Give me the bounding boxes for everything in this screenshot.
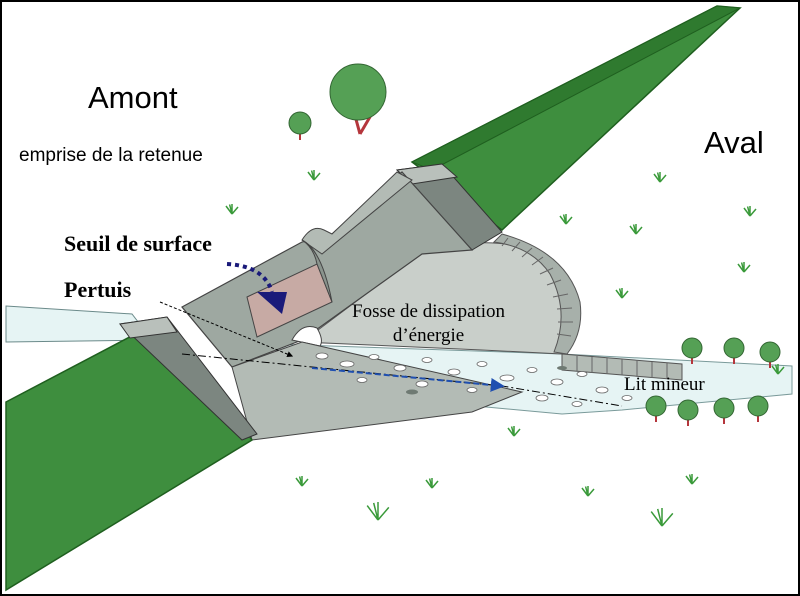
surface-weir-wall	[301, 239, 333, 303]
grass-tuft	[629, 224, 643, 235]
downstream-label: Aval	[704, 125, 764, 160]
tree-small	[288, 111, 312, 140]
stilling-basin-label-line1: Fosse de dissipation	[352, 301, 506, 322]
upstream-label: Amont	[88, 80, 178, 115]
left-abutment-cap	[119, 316, 178, 339]
riverbed-label: Lit mineur	[624, 374, 705, 395]
grass-tuft	[685, 474, 699, 485]
stilling-basin-label: Fosse de dissipation d’énergie	[352, 300, 505, 348]
grass-tuft	[366, 502, 390, 521]
surface-weir-label: Seuil de surface	[64, 231, 212, 256]
grass-tuft	[737, 262, 751, 273]
left-embankment	[5, 319, 254, 592]
outlet-opening	[291, 326, 322, 347]
spill-arrowhead	[257, 292, 287, 314]
grass-tuft	[507, 426, 521, 437]
grass-tufts	[225, 170, 785, 527]
reservoir-label: emprise de la retenue	[19, 145, 203, 166]
grass-tuft	[225, 204, 239, 215]
outlet-leader-line	[159, 301, 294, 357]
tree-row-lower	[645, 395, 769, 426]
dam-crest	[301, 171, 413, 255]
grass-tuft	[653, 172, 667, 183]
stilling-basin-label-line2: d’énergie	[392, 324, 465, 346]
grass-tuft	[615, 288, 629, 299]
grass-tuft	[295, 476, 309, 487]
grass-tuft	[425, 478, 439, 489]
riverbed-stones	[315, 352, 633, 407]
outlet-label: Pertuis	[64, 277, 132, 302]
stilling-basin-rim	[492, 233, 582, 355]
tree-row-upper	[681, 337, 781, 368]
flow-arrow	[311, 367, 505, 392]
grass-tuft	[307, 170, 321, 181]
grass-tuft	[743, 206, 757, 217]
grass-tuft	[771, 364, 785, 375]
grass-tuft	[559, 214, 573, 225]
grass-tuft	[650, 508, 674, 527]
tree-large	[329, 63, 387, 135]
grass-tuft	[581, 486, 595, 497]
